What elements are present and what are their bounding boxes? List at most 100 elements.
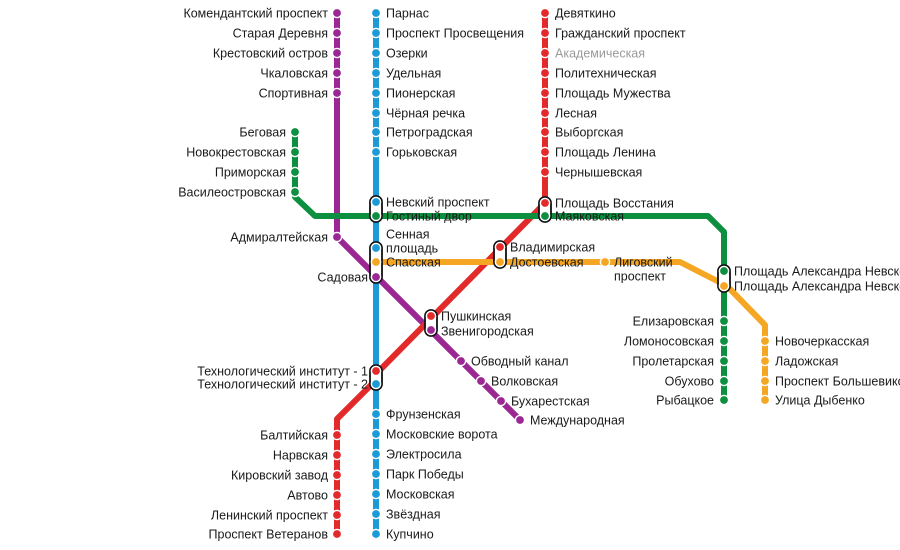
- station-marker-sennaya-1[interactable]: [370, 242, 382, 254]
- station-marker-politekhnicheskaya[interactable]: [539, 67, 551, 79]
- station-label-rybatskoe[interactable]: Рыбацкое: [656, 393, 714, 407]
- station-label-prosveshcheniya[interactable]: Проспект Просвещения: [386, 26, 524, 40]
- station-marker-tech-2[interactable]: [370, 378, 382, 390]
- station-marker-parnas[interactable]: [370, 7, 382, 19]
- station-marker-elektrosila[interactable]: [370, 448, 382, 460]
- station-marker-kupchino[interactable]: [370, 528, 382, 540]
- station-marker-novocherkasskaya[interactable]: [759, 335, 771, 347]
- station-marker-petrogradskaya[interactable]: [370, 126, 382, 138]
- station-marker-chernyshevskaya[interactable]: [539, 166, 551, 178]
- station-label-sennaya-1[interactable]: Сенная: [386, 227, 430, 241]
- station-label-obvodny[interactable]: Обводный канал: [471, 354, 569, 368]
- station-marker-mayakovskaya[interactable]: [539, 210, 551, 222]
- station-marker-vasileostrovskaya[interactable]: [289, 186, 301, 198]
- station-marker-prosveshcheniya[interactable]: [370, 27, 382, 39]
- station-label-baltiyskaya[interactable]: Балтийская: [260, 428, 328, 442]
- station-marker-obvodny[interactable]: [455, 355, 467, 367]
- station-marker-baltiyskaya[interactable]: [331, 429, 343, 441]
- station-label-chyornaya[interactable]: Чёрная речка: [386, 106, 465, 120]
- station-label-lenina[interactable]: Площадь Ленина: [555, 145, 656, 159]
- station-marker-sportivnaya[interactable]: [331, 87, 343, 99]
- station-label-lesnaya[interactable]: Лесная: [555, 106, 597, 120]
- station-label-gorkovskaya[interactable]: Горьковская: [386, 145, 457, 159]
- station-label-elizarovskaya[interactable]: Елизаровская: [633, 314, 714, 328]
- station-label-nevskogo-1[interactable]: Площадь Александра Невского - 1: [734, 264, 900, 278]
- station-label-narvskaya[interactable]: Нарвская: [273, 448, 328, 462]
- station-label-vyborgskaya[interactable]: Выборгская: [555, 125, 623, 139]
- station-label-mayakovskaya[interactable]: Маяковская: [555, 209, 624, 223]
- station-marker-veteranov[interactable]: [331, 528, 343, 540]
- station-marker-primorskaya[interactable]: [289, 166, 301, 178]
- station-label-obukhovo[interactable]: Обухово: [665, 374, 714, 388]
- station-label-vasileostrovskaya[interactable]: Василеостровская: [178, 185, 286, 199]
- station-marker-pionerskaya[interactable]: [370, 87, 382, 99]
- station-marker-zvyozdnaya[interactable]: [370, 508, 382, 520]
- station-label-devyatkino[interactable]: Девяткино: [555, 6, 616, 20]
- station-marker-frunzenskaya[interactable]: [370, 408, 382, 420]
- station-label-dybenko[interactable]: Улица Дыбенко: [775, 393, 865, 407]
- station-label-chkalovskaya[interactable]: Чкаловская: [260, 66, 328, 80]
- station-marker-udelnaya[interactable]: [370, 67, 382, 79]
- station-label-sadovaya[interactable]: Садовая: [317, 270, 368, 284]
- station-label-zvyozdnaya[interactable]: Звёздная: [386, 507, 441, 521]
- station-marker-devyatkino[interactable]: [539, 7, 551, 19]
- station-marker-vyborgskaya[interactable]: [539, 126, 551, 138]
- station-marker-chyornaya[interactable]: [370, 107, 382, 119]
- station-label-nevskogo-2[interactable]: Площадь Александра Невского - 2: [734, 279, 900, 293]
- station-label-staraya-derevnya[interactable]: Старая Деревня: [233, 26, 328, 40]
- station-marker-dybenko[interactable]: [759, 394, 771, 406]
- station-label-kupchino[interactable]: Купчино: [386, 527, 434, 541]
- station-label-tech-1[interactable]: Технологический институт - 1: [197, 364, 368, 378]
- station-label-veteranov[interactable]: Проспект Ветеранов: [209, 527, 329, 541]
- station-label-bolshevikov[interactable]: Проспект Большевиков: [775, 374, 900, 388]
- station-marker-gostiny[interactable]: [370, 210, 382, 222]
- station-label-nevsky[interactable]: Невский проспект: [386, 195, 490, 209]
- station-label-gostiny[interactable]: Гостиный двор: [386, 209, 472, 223]
- station-marker-sadovaya[interactable]: [370, 271, 382, 283]
- station-label-spasskaya[interactable]: Спасская: [386, 255, 441, 269]
- station-label-krestovsky[interactable]: Крестовский остров: [213, 46, 328, 60]
- station-marker-lomonosovskaya[interactable]: [718, 335, 730, 347]
- station-label-moskovskie-vorota[interactable]: Московские ворота: [386, 427, 498, 441]
- station-marker-nevskogo-1[interactable]: [718, 265, 730, 277]
- station-label-kirovsky[interactable]: Кировский завод: [231, 468, 329, 482]
- station-marker-obukhovo[interactable]: [718, 375, 730, 387]
- station-marker-proletarskaya[interactable]: [718, 355, 730, 367]
- station-marker-novokrestovskaya[interactable]: [289, 146, 301, 158]
- station-label-chernyshevskaya[interactable]: Чернышевская: [555, 165, 642, 179]
- station-marker-moskovskaya[interactable]: [370, 488, 382, 500]
- station-marker-ozerki[interactable]: [370, 47, 382, 59]
- station-label-tech-2[interactable]: Технологический институт - 2: [197, 377, 368, 391]
- station-label-admiralteyskaya[interactable]: Адмиралтейская: [230, 230, 328, 244]
- station-marker-ligovsky-1[interactable]: [599, 256, 611, 268]
- station-marker-akademicheskaya[interactable]: [539, 47, 551, 59]
- station-label-novocherkasskaya[interactable]: Новочеркасская: [775, 334, 869, 348]
- station-marker-muzhestva[interactable]: [539, 87, 551, 99]
- station-marker-vladimirskaya[interactable]: [494, 241, 506, 253]
- station-label-avtovo[interactable]: Автово: [287, 488, 328, 502]
- station-marker-zvenigorodskaya[interactable]: [425, 324, 437, 336]
- station-marker-park-pobedy[interactable]: [370, 468, 382, 480]
- station-label-ladozhskaya[interactable]: Ладожская: [775, 354, 838, 368]
- station-label-mezhdunarodnaya[interactable]: Международная: [530, 413, 625, 427]
- station-label-pionerskaya[interactable]: Пионерская: [386, 86, 455, 100]
- station-marker-komendantsky[interactable]: [331, 7, 343, 19]
- station-marker-kirovsky[interactable]: [331, 469, 343, 481]
- station-marker-gorkovskaya[interactable]: [370, 146, 382, 158]
- station-marker-leninsky[interactable]: [331, 509, 343, 521]
- station-marker-lenina[interactable]: [539, 146, 551, 158]
- station-label-park-pobedy[interactable]: Парк Победы: [386, 467, 464, 481]
- station-marker-chkalovskaya[interactable]: [331, 67, 343, 79]
- station-marker-krestovsky[interactable]: [331, 47, 343, 59]
- station-marker-mezhdunarodnaya[interactable]: [514, 414, 526, 426]
- station-marker-bukharestskaya[interactable]: [495, 395, 507, 407]
- station-label-komendantsky[interactable]: Комендантский проспект: [183, 6, 328, 20]
- station-marker-nevskogo-2[interactable]: [718, 280, 730, 292]
- station-marker-tech-1[interactable]: [370, 365, 382, 377]
- station-label-sportivnaya[interactable]: Спортивная: [259, 86, 328, 100]
- station-label-petrogradskaya[interactable]: Петроградская: [386, 125, 473, 139]
- station-marker-pushkinskaya[interactable]: [425, 310, 437, 322]
- station-marker-elizarovskaya[interactable]: [718, 315, 730, 327]
- station-marker-avtovo[interactable]: [331, 489, 343, 501]
- station-label-moskovskaya[interactable]: Московская: [386, 487, 455, 501]
